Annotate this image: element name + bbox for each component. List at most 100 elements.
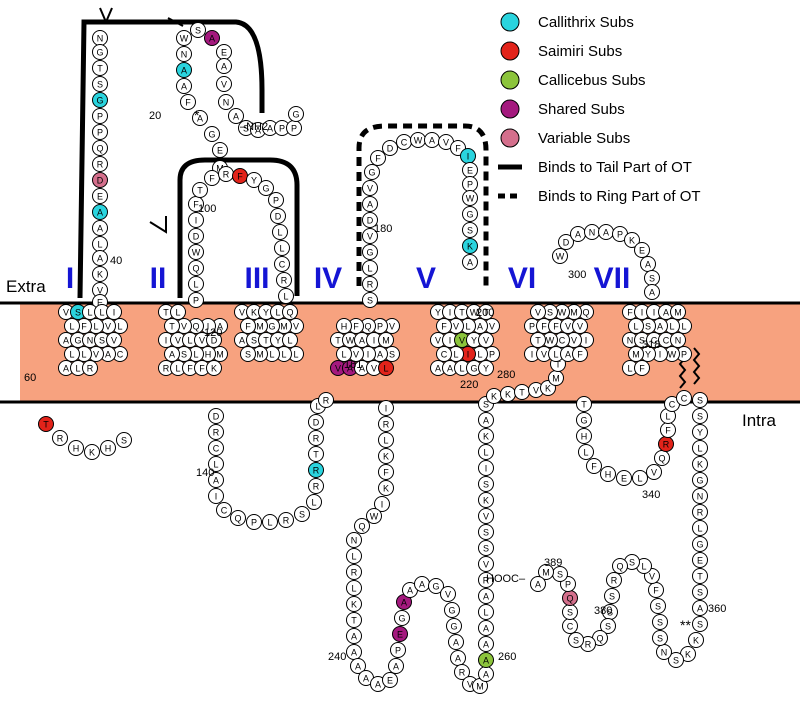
residue-circle: [294, 506, 310, 522]
residue: K: [478, 428, 494, 444]
residue-letter: D: [213, 412, 220, 422]
residue-circle: [208, 456, 224, 472]
residue-letter: V: [367, 232, 373, 242]
residue-circle: [92, 172, 108, 188]
residue: L: [274, 240, 290, 256]
residue: D: [308, 414, 324, 430]
residue-letter: A: [697, 604, 703, 614]
residue: A: [350, 658, 366, 674]
residue-letter: Y: [263, 308, 269, 318]
helix-label-6: VI: [508, 262, 536, 295]
residue-letter: K: [697, 460, 703, 470]
residue: S: [478, 524, 494, 540]
residue-letter: M: [674, 308, 682, 318]
residue: T: [346, 612, 362, 628]
residue-letter: V: [467, 680, 473, 690]
residue-letter: G: [262, 184, 269, 194]
residue-letter: S: [629, 558, 635, 568]
residue-letter: G: [268, 322, 275, 332]
residue-letter: H: [105, 444, 112, 454]
residue-letter: S: [389, 350, 395, 360]
residue-letter: G: [696, 540, 703, 550]
residue: R: [692, 504, 708, 520]
residue: A: [478, 412, 494, 428]
residue-letter: E: [221, 48, 227, 58]
residue-letter: W: [470, 308, 479, 318]
residue: K: [92, 266, 108, 282]
residue: N: [584, 224, 600, 240]
residue: V: [478, 556, 494, 572]
residue-circle: [692, 488, 708, 504]
residue: G: [466, 360, 482, 376]
residue: G: [462, 206, 478, 222]
residue-circle: [462, 206, 478, 222]
residue-circle: [692, 552, 708, 568]
residue-letter: Q: [234, 514, 241, 524]
residue-letter: F: [627, 308, 633, 318]
residue-circle: [278, 512, 294, 528]
residue: A: [346, 628, 362, 644]
residue-circle: [382, 672, 398, 688]
residue-circle: [262, 514, 278, 530]
residue-circle: [92, 266, 108, 282]
residue: T: [38, 416, 54, 432]
residue: F: [622, 304, 638, 320]
residue-letter: A: [401, 598, 407, 608]
residue-letter: S: [99, 336, 105, 346]
residue: R: [276, 272, 292, 288]
residue: K: [84, 444, 100, 460]
residue-letter: R: [663, 440, 670, 450]
residue: C: [646, 332, 662, 348]
residue-letter: M: [216, 164, 224, 174]
residue-letter: A: [435, 364, 441, 374]
legend-label: Binds to Ring Part of OT: [538, 188, 701, 205]
tail-bracket-nterm: [77, 19, 265, 299]
residue: L: [346, 548, 362, 564]
residue-letter: L: [583, 448, 588, 458]
residue-circle: [644, 284, 660, 300]
residue: W: [410, 132, 426, 148]
residue-circle: [362, 196, 378, 212]
residue: A: [342, 360, 358, 376]
residue-letter: M: [216, 350, 224, 360]
residue-circle: [646, 464, 662, 480]
residue: V: [362, 228, 378, 244]
residue-letter: Q: [358, 522, 365, 532]
residue: S: [462, 222, 478, 238]
residue-circle: [362, 244, 378, 260]
residue-circle: [218, 94, 234, 110]
residue: E: [382, 672, 398, 688]
residue: S: [478, 540, 494, 556]
residue-circle: [216, 58, 232, 74]
residue-letter: Q: [364, 322, 371, 332]
residue-letter: A: [181, 66, 187, 76]
residue-letter: R: [323, 396, 330, 406]
residue-letter: C: [559, 336, 566, 346]
residue-circle: [670, 332, 686, 348]
residue-letter: L: [669, 322, 674, 332]
residue: P: [390, 642, 406, 658]
residue-circle: [692, 616, 708, 632]
residue-circle: [600, 466, 616, 482]
residue: A: [58, 332, 74, 348]
residue-letter: Y: [275, 336, 281, 346]
residue-circle: [478, 604, 494, 620]
residue: P: [188, 292, 204, 308]
residue: F: [660, 422, 676, 438]
residue: M: [670, 304, 686, 320]
residue: A: [598, 224, 614, 240]
residue-letter: N: [87, 336, 94, 346]
residue-letter: L: [81, 350, 86, 360]
residue-letter: A: [213, 476, 219, 486]
residue: L: [472, 346, 488, 362]
residue: I: [478, 460, 494, 476]
residue: A: [354, 360, 370, 376]
residue-letter: A: [419, 580, 425, 590]
residue-letter: A: [351, 648, 357, 658]
residue-letter: F: [81, 322, 87, 332]
residue-letter: F: [455, 144, 461, 154]
residue-circle: [208, 408, 224, 424]
residue-letter: A: [221, 62, 227, 72]
residue-circle: [692, 520, 708, 536]
residue-circle: [188, 244, 204, 260]
